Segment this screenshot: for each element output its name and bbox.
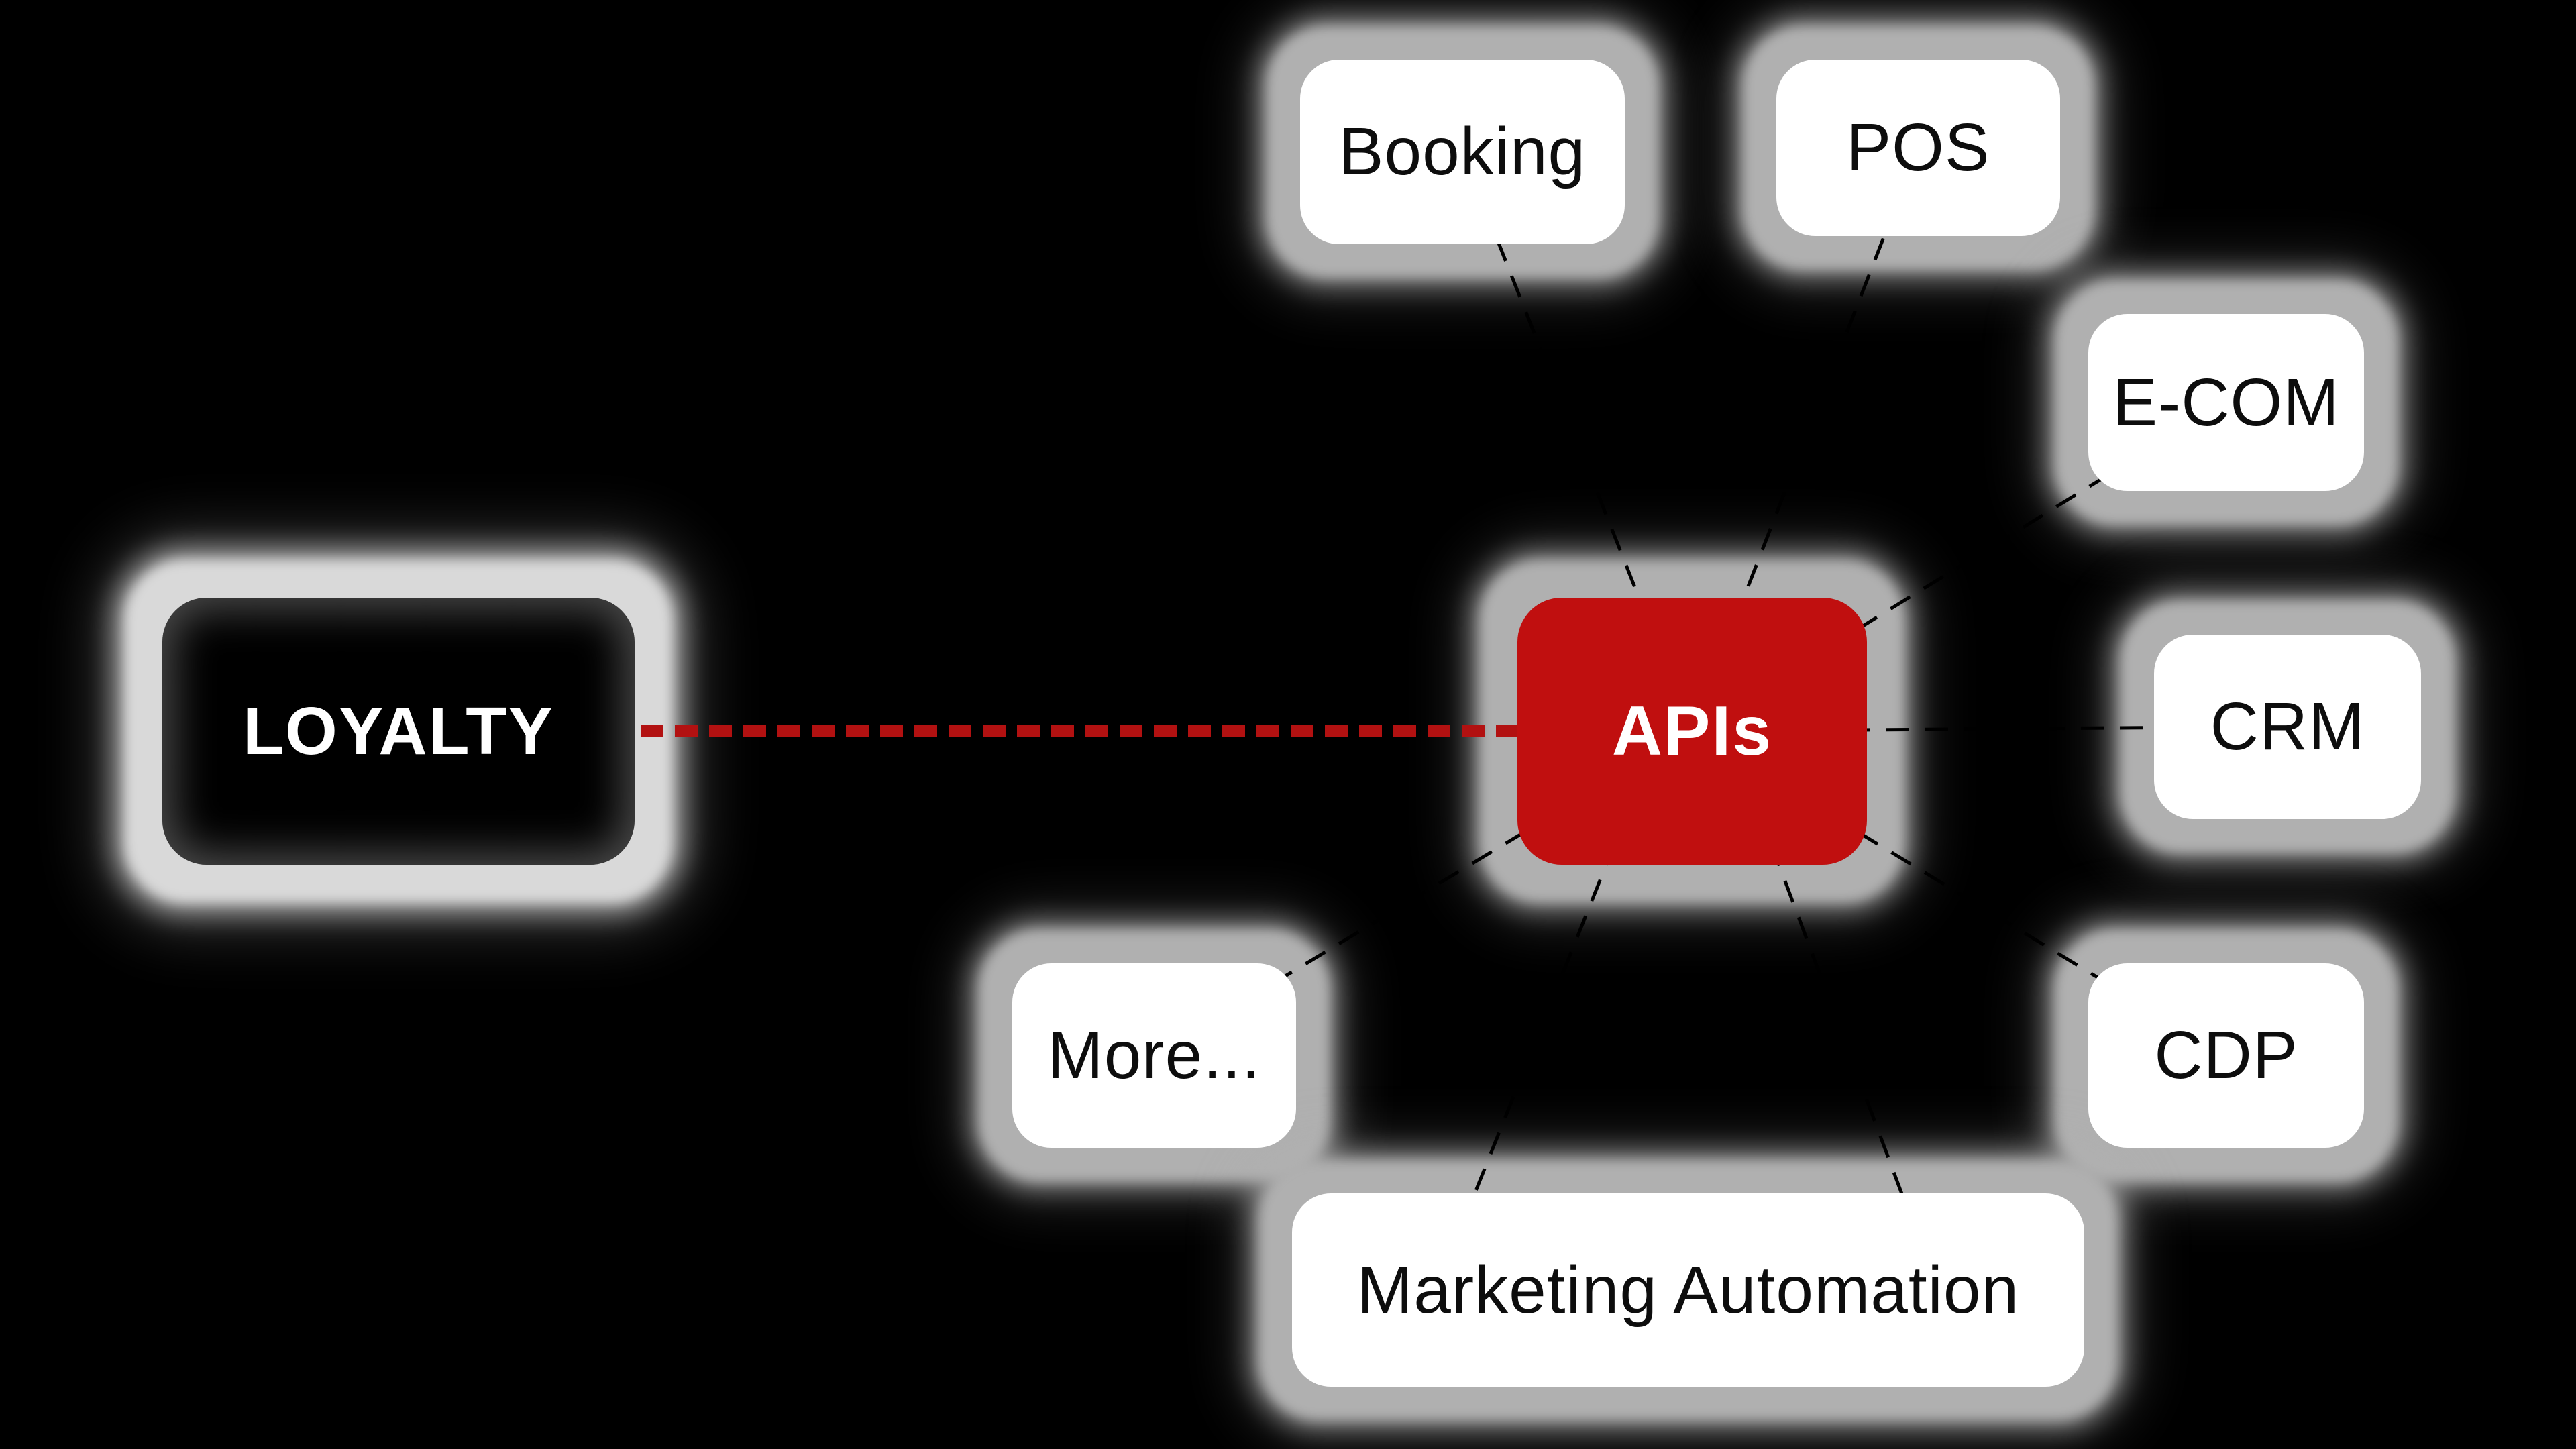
node-booking-label: Booking <box>1338 114 1587 189</box>
node-booking: Booking <box>1265 25 1660 279</box>
node-pos-label: POS <box>1846 110 1990 185</box>
edge-apis-booking <box>1460 151 1694 732</box>
node-loyalty-label: LOYALTY <box>242 693 555 769</box>
node-pos-fill: POS <box>1776 60 2060 236</box>
node-cdp-label: CDP <box>2154 1018 2298 1093</box>
node-more-label: More... <box>1047 1018 1261 1093</box>
node-loyalty-fill: LOYALTY <box>162 598 635 865</box>
node-crm-label: CRM <box>2210 689 2365 764</box>
node-crm: CRM <box>2119 600 2456 854</box>
node-more: More... <box>977 928 1331 1183</box>
node-crm-fill: CRM <box>2154 635 2421 819</box>
node-marketing-automation: Marketing Automation <box>1257 1159 2119 1421</box>
edge-apis-pos <box>1690 147 1921 732</box>
node-cdp-fill: CDP <box>2088 963 2364 1148</box>
node-booking-fill: Booking <box>1300 60 1625 244</box>
node-more-fill: More... <box>1012 963 1296 1148</box>
node-ecom: E-COM <box>2053 279 2399 526</box>
node-pos: POS <box>1741 25 2095 271</box>
node-marketing-automation-label: Marketing Automation <box>1356 1252 2020 1328</box>
node-apis-fill: APIs <box>1517 598 1867 865</box>
node-apis: APIs <box>1479 559 1906 904</box>
node-marketing-automation-fill: Marketing Automation <box>1292 1193 2084 1387</box>
node-ecom-label: E-COM <box>2112 364 2340 440</box>
node-ecom-fill: E-COM <box>2088 314 2364 491</box>
node-cdp: CDP <box>2053 928 2399 1183</box>
node-apis-label: APIs <box>1611 692 1773 770</box>
node-loyalty: LOYALTY <box>123 559 674 904</box>
